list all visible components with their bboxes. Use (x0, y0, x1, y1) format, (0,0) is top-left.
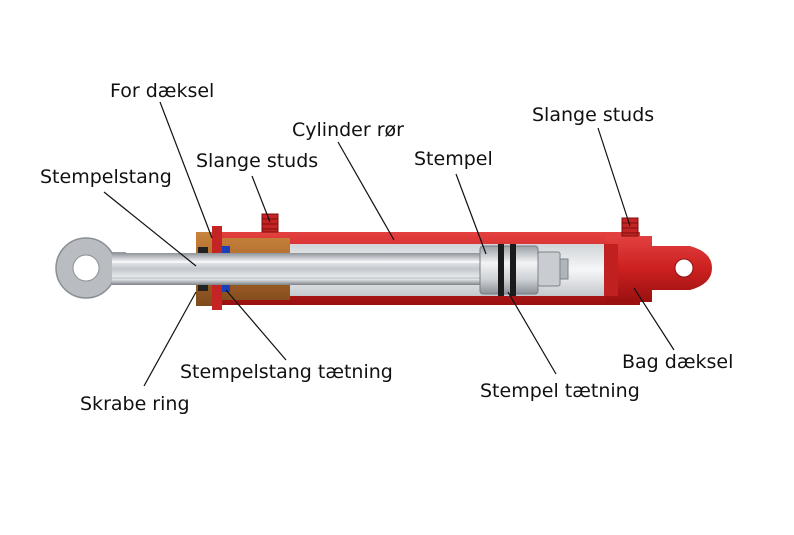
leader-stempelstang-taetning (225, 289, 287, 361)
rod-seal (222, 246, 230, 253)
leader-stempel-taetning (507, 291, 557, 375)
label-cylinder-ror: Cylinder rør (292, 119, 404, 141)
label-stempelstang-taetning: Stempelstang tætning (180, 361, 393, 383)
hose-port-right (621, 217, 639, 237)
piston (479, 244, 569, 296)
label-stempel-taetning: Stempel tætning (480, 380, 640, 402)
label-skrabe-ring: Skrabe ring (80, 393, 190, 415)
label-slange-studs-left: Slange studs (196, 150, 318, 172)
label-stempelstang: Stempelstang (40, 166, 172, 188)
label-for-daeksel: For dæksel (110, 80, 214, 102)
leader-for-daeksel (159, 101, 213, 239)
leader-lines (103, 101, 675, 387)
cylinder-body (55, 213, 712, 310)
label-stempel: Stempel (414, 148, 493, 170)
label-bag-daeksel: Bag dæksel (622, 351, 733, 373)
label-slange-studs-right: Slange studs (532, 104, 654, 126)
leader-cylinder-ror (337, 141, 395, 241)
labels: For dæksel Stempelstang Slange studs Cyl… (40, 80, 733, 415)
piston-seal (498, 244, 504, 296)
hose-port-left (261, 213, 279, 233)
piston-rod (112, 253, 490, 285)
back-cover (606, 236, 712, 302)
wiper-ring (198, 247, 208, 253)
leader-bag-daeksel (633, 287, 675, 351)
leader-skrabe-ring (143, 291, 197, 387)
leader-stempel (455, 173, 487, 255)
leader-slange-studs-right (597, 127, 631, 227)
leader-stempelstang (103, 191, 197, 267)
leader-slange-studs-left (251, 175, 271, 223)
